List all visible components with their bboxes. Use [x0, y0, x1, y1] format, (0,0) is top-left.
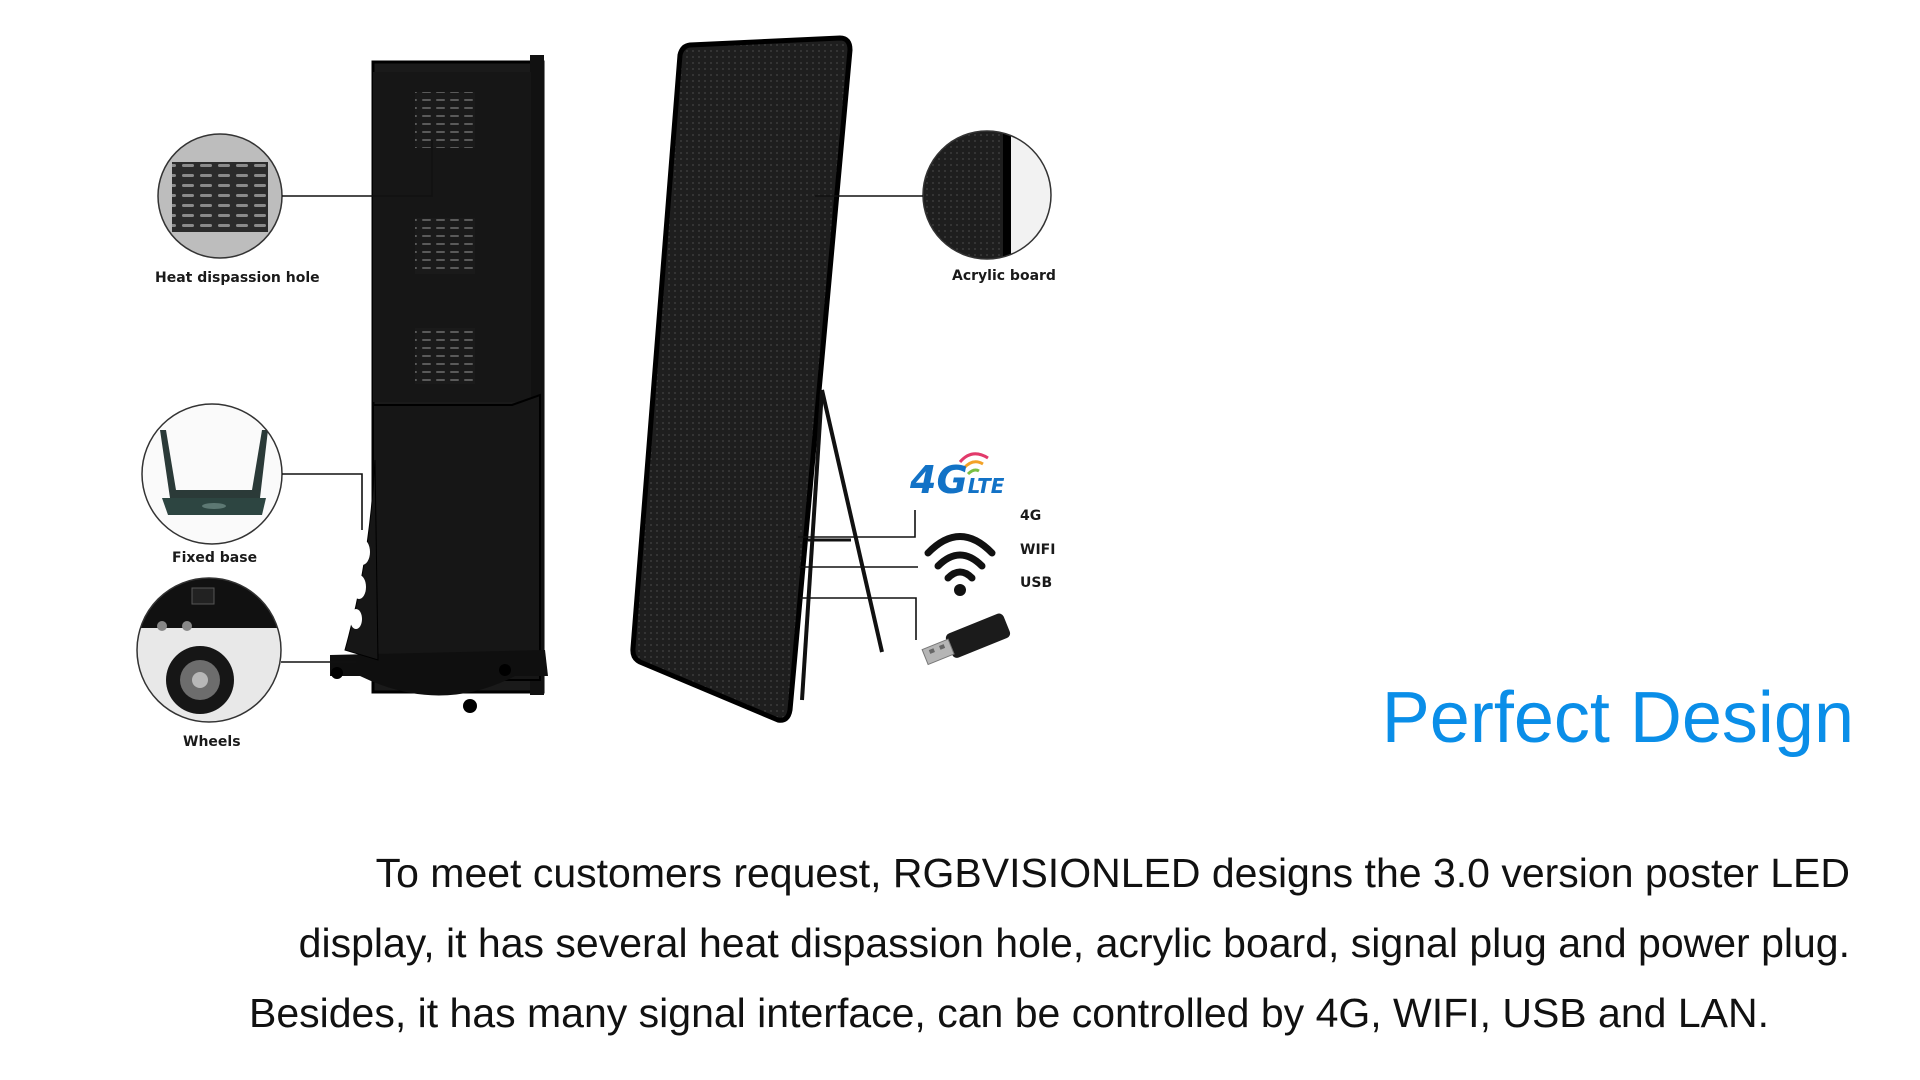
usb-stick-icon — [921, 613, 1011, 666]
wheels-callout — [136, 577, 356, 723]
fixed-base-label: Fixed base — [172, 550, 258, 566]
description-line-2: display, it has several heat dispassion … — [298, 920, 1850, 966]
heat-hole-label: Heat dispassion hole — [155, 270, 320, 286]
acrylic-board-label: Acrylic board — [952, 268, 1056, 284]
interface-label-4g: 4G — [1020, 508, 1042, 524]
front-view-unit — [630, 35, 884, 723]
interface-connectors — [798, 510, 918, 640]
acrylic-board-callout — [815, 130, 1052, 260]
fixed-base-callout — [141, 403, 363, 545]
lte-logo-4g: 4G — [910, 458, 968, 502]
interface-label-usb: USB — [1020, 575, 1053, 591]
rear-view-unit — [330, 55, 548, 713]
wheels-label: Wheels — [183, 734, 241, 750]
product-illustration — [136, 35, 1052, 723]
section-heading: Perfect Design — [1381, 678, 1854, 758]
description-line-3: Besides, it has many signal interface, c… — [248, 990, 1769, 1036]
heat-hole-callout — [157, 133, 433, 259]
lte-signal-icon — [958, 452, 989, 476]
lte-logo-lte: LTE — [967, 474, 1005, 498]
description-line-1: To meet customers request, RGBVISIONLED … — [375, 850, 1850, 896]
product-description: To meet customers request, RGBVISIONLED … — [128, 838, 1850, 1048]
interface-label-wifi: WIFI — [1020, 542, 1056, 558]
wifi-icon — [924, 533, 996, 596]
lte-logo: 4GLTE — [910, 458, 1004, 502]
